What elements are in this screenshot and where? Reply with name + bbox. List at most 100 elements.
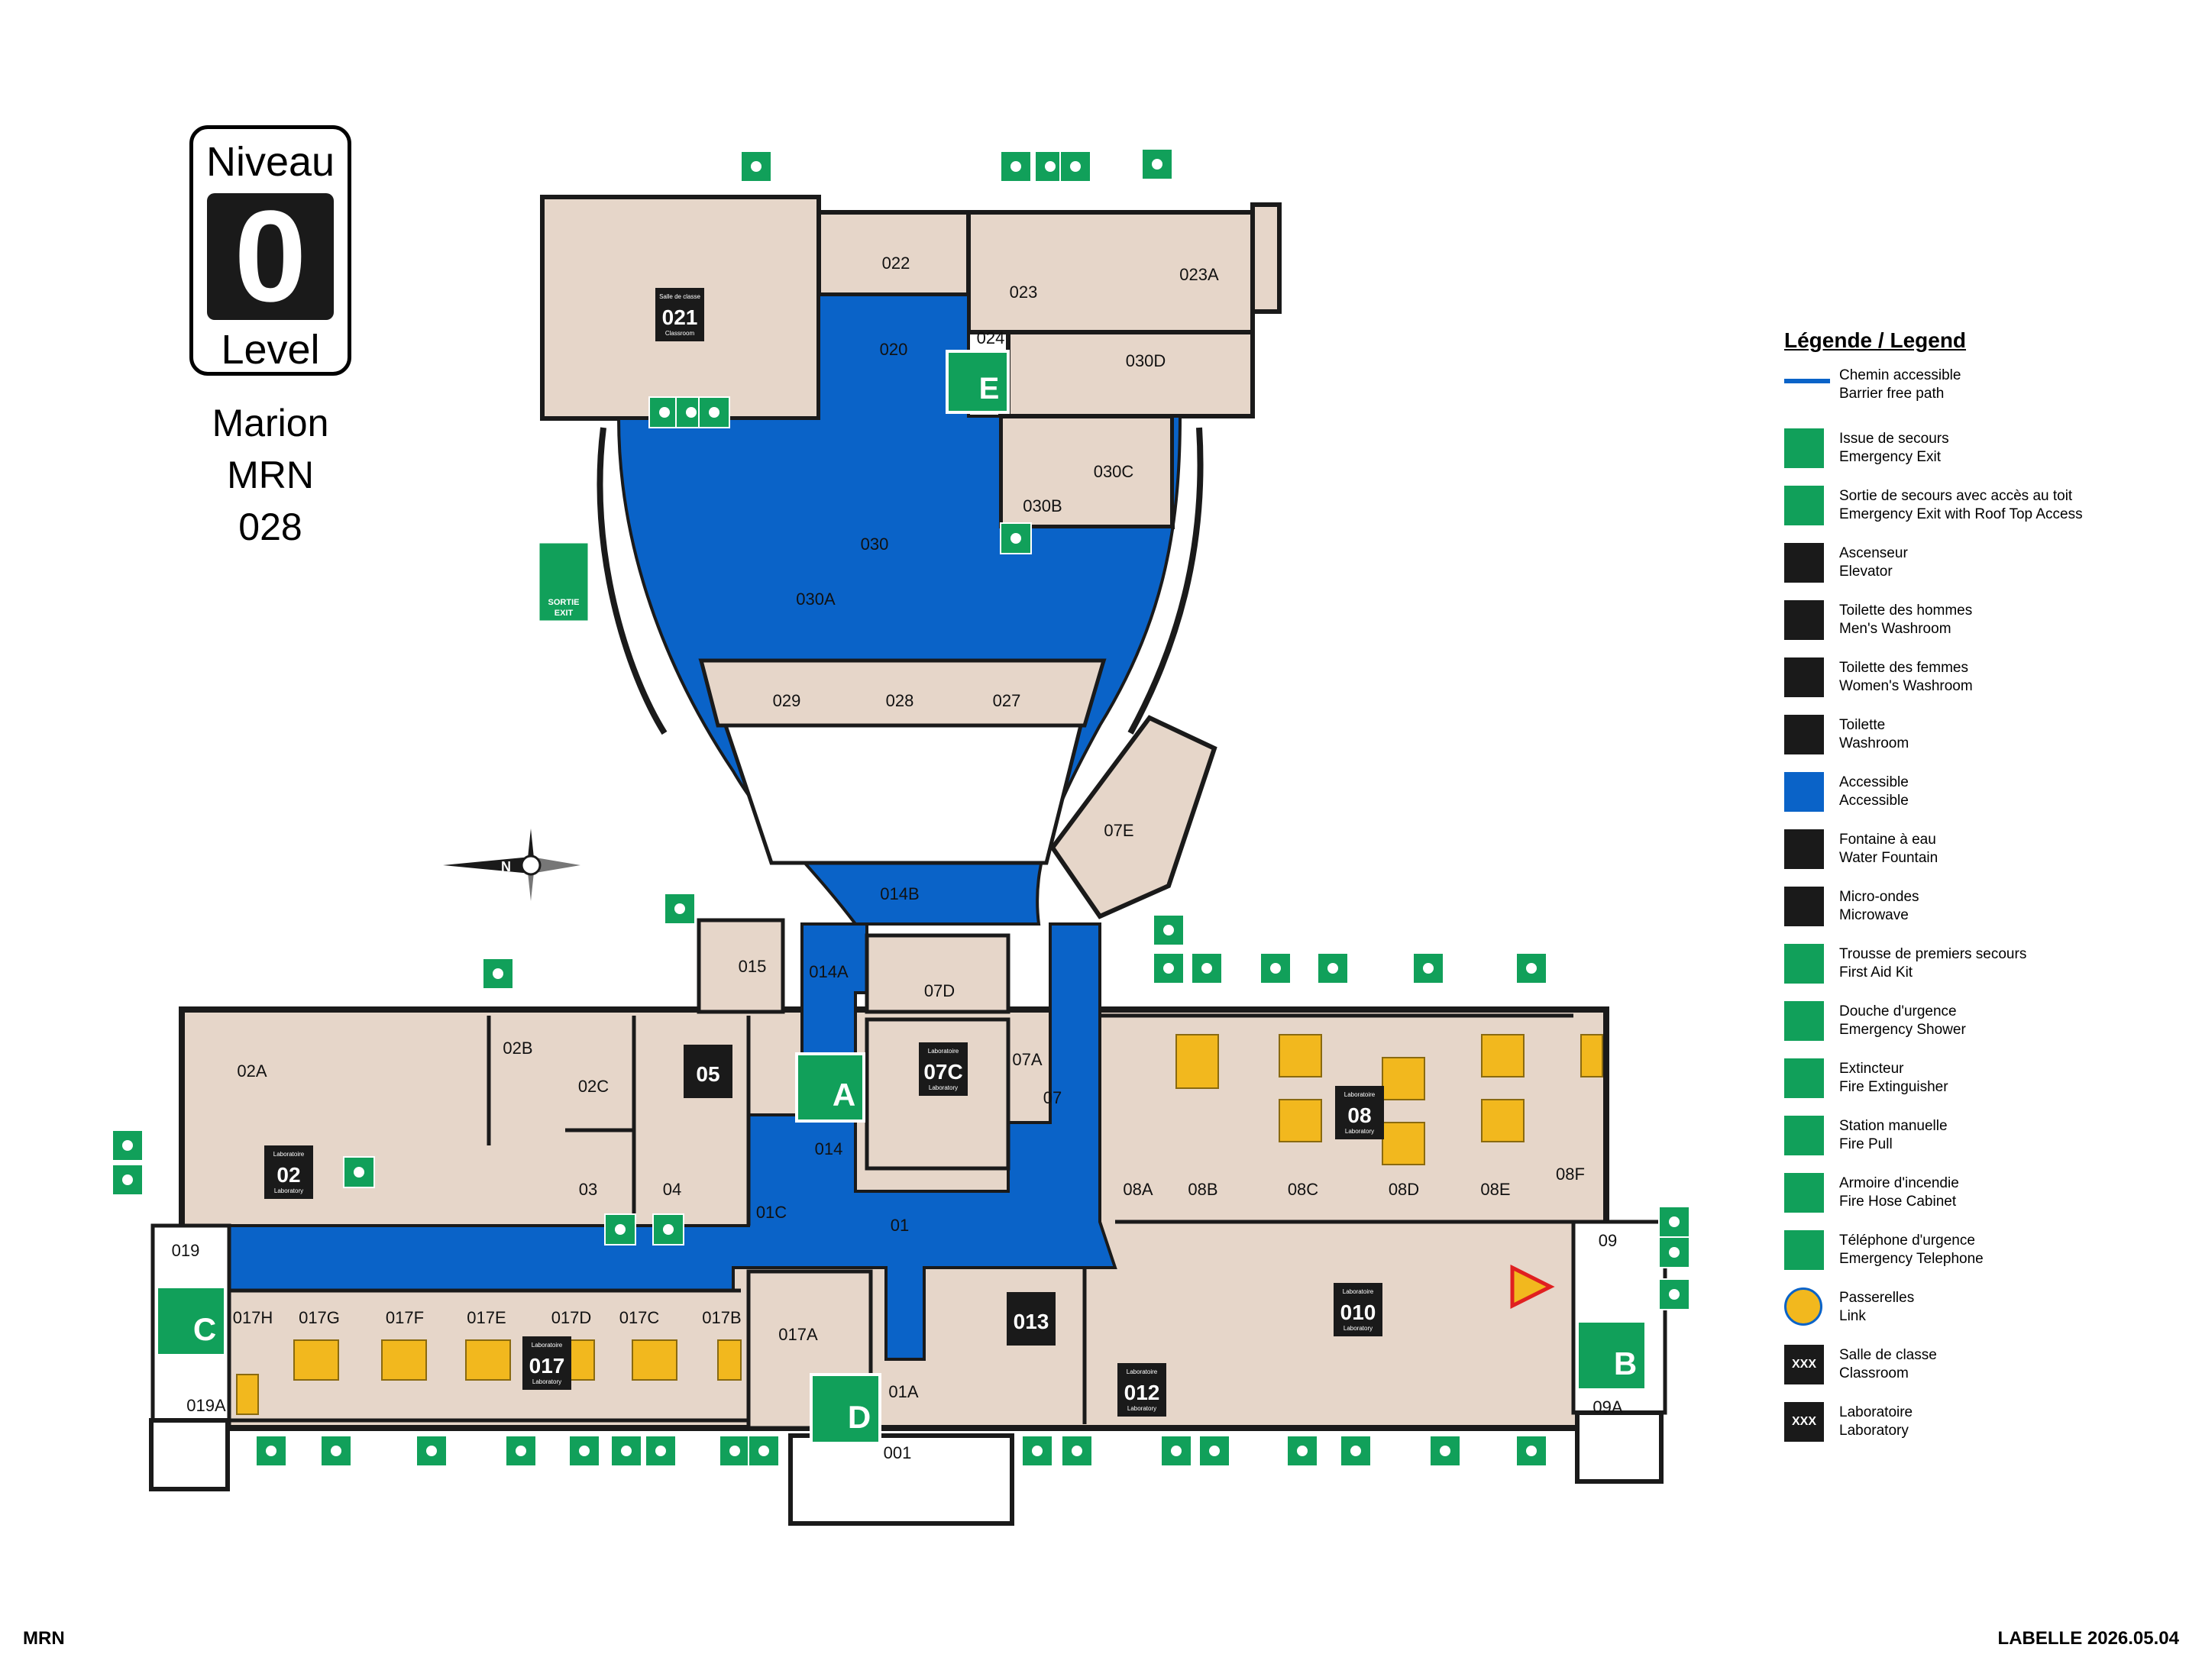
room-shape-07d[interactable] <box>865 933 1010 1014</box>
safety-service-icon-glyph <box>1526 963 1537 974</box>
room-label-07e[interactable]: 07E <box>1104 821 1133 840</box>
safety-service-icon-glyph <box>663 1224 674 1235</box>
room-label-02c[interactable]: 02C <box>578 1077 609 1096</box>
safety-service-icon[interactable] <box>652 1213 684 1245</box>
room-label-09[interactable]: 09 <box>1599 1231 1617 1250</box>
room-label-017a[interactable]: 017A <box>778 1325 818 1344</box>
level-top-label: Niveau <box>205 139 335 185</box>
room-label-07d[interactable]: 07D <box>924 981 955 1000</box>
room-badge-sub-017: Laboratory <box>532 1378 561 1385</box>
room-shape-015[interactable] <box>697 918 785 1014</box>
room-label-03[interactable]: 03 <box>579 1180 597 1199</box>
room-shape-023a[interactable] <box>1250 202 1282 314</box>
room-label-08[interactable]: 08 <box>1347 1103 1371 1127</box>
room-label-010[interactable]: 010 <box>1340 1300 1376 1324</box>
room-label-028[interactable]: 028 <box>886 691 914 710</box>
room-label-024[interactable]: 024 <box>977 328 1005 347</box>
sortie-exit-fr: SORTIE <box>548 598 580 607</box>
room-label-030b[interactable]: 030B <box>1023 496 1062 515</box>
room-shape-029-028-027[interactable] <box>698 658 1107 728</box>
room-label-09a[interactable]: 09A <box>1592 1397 1622 1417</box>
room-label-030a[interactable]: 030A <box>796 590 836 609</box>
legend-label-fr: Toilette des hommes <box>1839 603 1973 619</box>
emergency-exit-icon <box>1784 428 1824 468</box>
room-label-02b[interactable]: 02B <box>503 1039 532 1058</box>
room-label-02[interactable]: 02 <box>276 1163 300 1187</box>
room-label-017e[interactable]: 017E <box>467 1308 506 1327</box>
room-label-017f[interactable]: 017F <box>386 1308 424 1327</box>
north-label: N <box>501 859 511 874</box>
room-label-012[interactable]: 012 <box>1124 1381 1160 1404</box>
room-label-020[interactable]: 020 <box>880 340 908 359</box>
room-label-08f[interactable]: 08F <box>1556 1165 1585 1184</box>
room-label-014b[interactable]: 014B <box>880 884 919 903</box>
safety-service-icon[interactable] <box>1021 1435 1053 1467</box>
room-label-017b[interactable]: 017B <box>702 1308 741 1327</box>
safety-service-icon[interactable] <box>1658 1236 1690 1268</box>
room-label-01[interactable]: 01 <box>891 1216 909 1235</box>
room-label-001[interactable]: 001 <box>884 1443 912 1462</box>
building-number: 028 <box>238 506 302 548</box>
room-label-021[interactable]: 021 <box>662 305 698 329</box>
room-badge-sub-017: Laboratoire <box>532 1342 563 1349</box>
room-label-023a[interactable]: 023A <box>1179 265 1219 284</box>
room-label-017c[interactable]: 017C <box>619 1308 660 1327</box>
room-label-019a[interactable]: 019A <box>186 1396 226 1415</box>
women-washroom-icon <box>1784 657 1824 697</box>
room-label-030d[interactable]: 030D <box>1126 351 1166 370</box>
room-label-014a[interactable]: 014A <box>809 962 849 981</box>
legend-label-fr: Trousse de premiers secours <box>1839 946 2027 962</box>
room-label-05[interactable]: 05 <box>696 1062 719 1086</box>
building-name: Marion <box>212 402 329 444</box>
room-label-08e[interactable]: 08E <box>1480 1180 1510 1199</box>
room-label-08c[interactable]: 08C <box>1288 1180 1318 1199</box>
safety-service-icon[interactable] <box>1286 1435 1318 1467</box>
room-label-017[interactable]: 017 <box>529 1354 565 1378</box>
legend-label-en: Elevator <box>1839 564 1893 580</box>
room-label-07c[interactable]: 07C <box>923 1060 962 1084</box>
outer-wall-east-curve <box>1127 427 1204 735</box>
room-label-023[interactable]: 023 <box>1010 283 1038 302</box>
room-label-08d[interactable]: 08D <box>1389 1180 1419 1199</box>
room-label-013[interactable]: 013 <box>1014 1310 1049 1333</box>
room-shape-001[interactable] <box>788 1433 1014 1526</box>
room-label-014[interactable]: 014 <box>815 1139 843 1158</box>
legend-label-en: Link <box>1839 1308 1866 1324</box>
room-label-027[interactable]: 027 <box>993 691 1021 710</box>
room-label-08b[interactable]: 08B <box>1188 1180 1217 1199</box>
room-label-04[interactable]: 04 <box>663 1180 681 1199</box>
safety-service-icon[interactable] <box>482 958 514 990</box>
room-label-017g[interactable]: 017G <box>299 1308 340 1327</box>
room-label-029[interactable]: 029 <box>773 691 801 710</box>
safety-service-icon-glyph <box>615 1224 626 1235</box>
room-label-017d[interactable]: 017D <box>551 1308 592 1327</box>
room-label-08a[interactable]: 08A <box>1123 1180 1153 1199</box>
room-label-07a[interactable]: 07A <box>1012 1050 1042 1069</box>
room-label-07[interactable]: 07 <box>1043 1088 1062 1107</box>
room-label-02a[interactable]: 02A <box>237 1061 267 1081</box>
room-shape-030d[interactable] <box>1006 330 1255 418</box>
room-label-017h[interactable]: 017H <box>233 1308 273 1327</box>
room-label-030[interactable]: 030 <box>861 535 889 554</box>
safety-service-icon[interactable] <box>1515 952 1547 984</box>
room-shape-07e[interactable] <box>1049 715 1217 919</box>
safety-service-icon-glyph <box>1669 1247 1680 1258</box>
legend-label-en: Emergency Shower <box>1839 1022 1966 1038</box>
room-label-030c[interactable]: 030C <box>1094 462 1134 481</box>
room-label-022[interactable]: 022 <box>882 254 910 273</box>
safety-service-icon[interactable] <box>1153 952 1185 984</box>
room-label-01a[interactable]: 01A <box>888 1382 918 1401</box>
room-label-01c[interactable]: 01C <box>756 1203 787 1222</box>
exit-c-sign: C <box>155 1285 227 1357</box>
room-label-019[interactable]: 019 <box>172 1241 200 1260</box>
safety-service-icon[interactable] <box>1000 522 1032 554</box>
room-label-015[interactable]: 015 <box>739 957 767 976</box>
